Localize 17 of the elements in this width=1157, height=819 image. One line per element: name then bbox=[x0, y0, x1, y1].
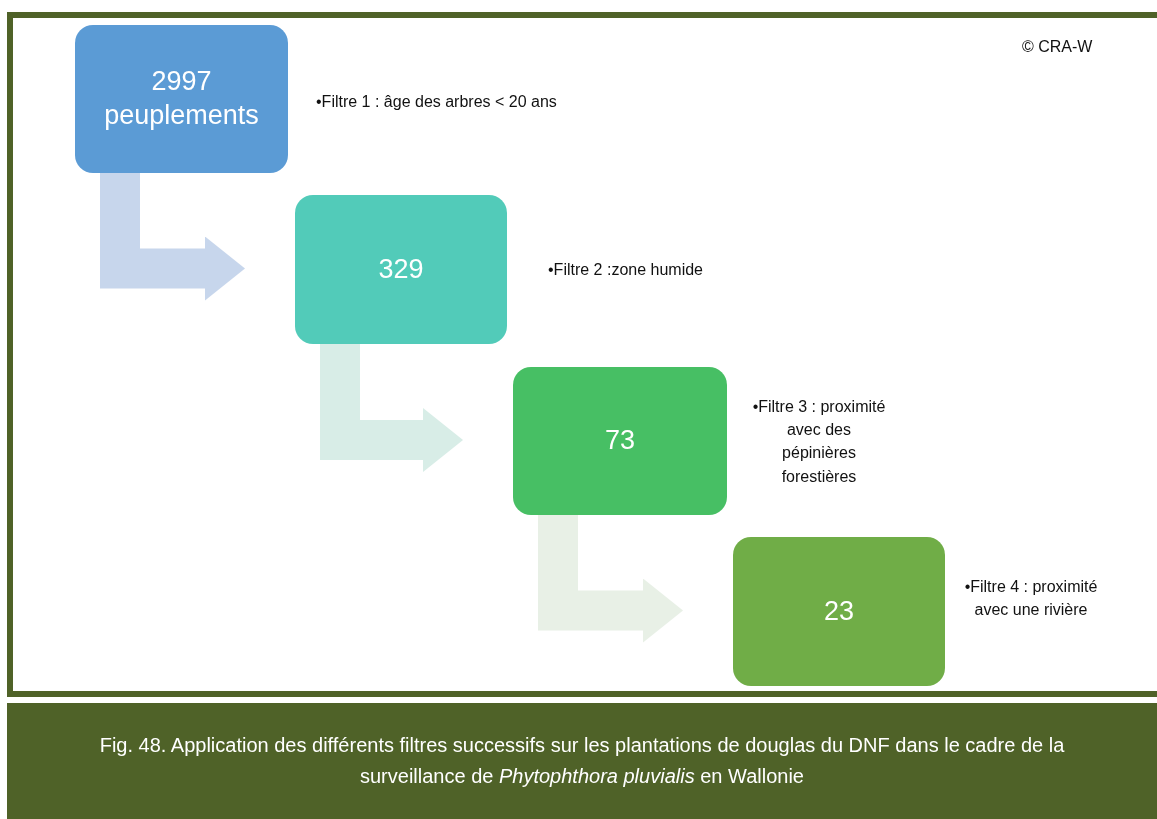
count-box bbox=[513, 367, 727, 515]
count-text: 73 bbox=[604, 424, 635, 458]
caption: Fig. 48. Application des différents filtres successifs sur les plantations de douglas du DNF dans le cadre de la surveillance de Phytophthora pluvialis en Wallonie bbox=[98, 733, 1066, 789]
count-box bbox=[75, 25, 288, 173]
bent-arrow bbox=[100, 173, 245, 301]
count-text: 2997 peuplements bbox=[103, 65, 260, 132]
count-box bbox=[295, 195, 507, 344]
bent-arrow bbox=[538, 515, 683, 643]
count-text: 23 bbox=[823, 594, 854, 628]
filter-note: •Filtre 3 : proximité avec des pépinières forestières bbox=[751, 397, 887, 487]
copyright-note: © CRA-W bbox=[1022, 38, 1093, 56]
count-box bbox=[733, 537, 945, 686]
bent-arrow bbox=[320, 344, 463, 472]
filter-note: •Filtre 1 : âge des arbres < 20 ans bbox=[316, 92, 558, 112]
filter-note: •Filtre 2 :zone humide bbox=[548, 260, 704, 280]
count-text: 329 bbox=[378, 252, 424, 286]
filter-note: •Filtre 4 : proximité avec une rivière bbox=[963, 577, 1099, 621]
